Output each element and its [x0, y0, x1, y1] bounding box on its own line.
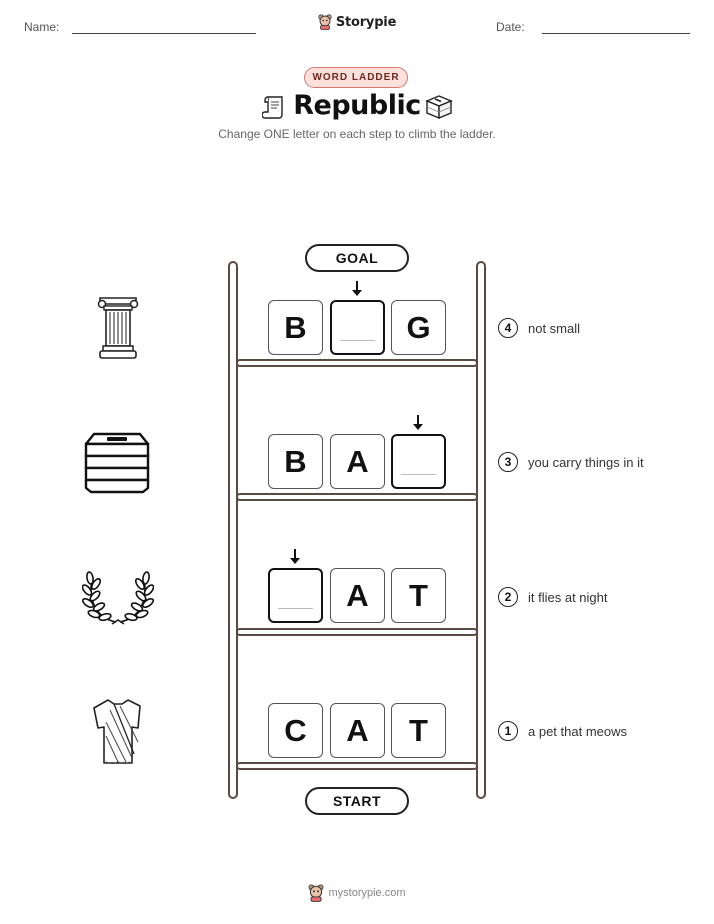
brand-name: Storypie — [335, 14, 397, 30]
letter-tile: G — [391, 300, 446, 355]
brand-logo: Storypie — [0, 14, 714, 30]
ladder-rung — [236, 762, 478, 770]
letter-tile: B — [268, 434, 323, 489]
arrow-down-icon — [413, 415, 423, 430]
ladder-rung — [236, 493, 478, 501]
ladder-rail-right — [476, 261, 486, 799]
word-ladder-badge: WORD LADDER — [304, 67, 408, 88]
clue-number: 1 — [498, 721, 518, 741]
bear-mascot-icon — [318, 14, 332, 30]
letter-tile: T — [391, 703, 446, 758]
letter-blank-input[interactable] — [268, 568, 323, 623]
column-icon — [97, 297, 139, 359]
footer: mystorypie.com — [0, 884, 714, 902]
instructions: Change ONE letter on each step to climb … — [218, 127, 496, 141]
arrow-down-icon — [352, 281, 362, 296]
ladder-rail-left — [228, 261, 238, 799]
laurel-wreath-icon — [82, 571, 154, 625]
ladder-rung — [236, 628, 478, 636]
letter-tile: B — [268, 300, 323, 355]
ballot-box-small-icon — [425, 95, 453, 120]
bear-mascot-icon — [309, 884, 324, 902]
letter-tile: C — [268, 703, 323, 758]
clue-text: a pet that meows — [528, 724, 627, 739]
clue-text: not small — [528, 321, 581, 336]
scroll-icon — [262, 96, 283, 119]
arrow-down-icon — [290, 549, 300, 564]
toga-icon — [93, 699, 141, 764]
start-label: START — [305, 787, 409, 815]
goal-label: GOAL — [305, 244, 409, 272]
clue-number: 4 — [498, 318, 518, 338]
letter-tile: A — [330, 703, 385, 758]
clue-text: it flies at night — [528, 590, 608, 605]
clue-number: 2 — [498, 587, 518, 607]
date-label: Date: — [496, 20, 525, 34]
letter-blank-input[interactable] — [330, 300, 385, 355]
letter-tile: T — [391, 568, 446, 623]
ballot-box-icon — [84, 432, 150, 494]
clue-number: 3 — [498, 452, 518, 472]
name-label: Name: — [24, 20, 60, 34]
letter-tile: A — [330, 568, 385, 623]
name-line[interactable] — [72, 33, 256, 34]
footer-url: mystorypie.com — [328, 887, 406, 899]
date-line[interactable] — [542, 33, 690, 34]
letter-blank-input[interactable] — [391, 434, 446, 489]
page-title: Republic — [293, 90, 421, 121]
clue-text: you carry things in it — [528, 455, 644, 470]
ladder-rung — [236, 359, 478, 367]
letter-tile: A — [330, 434, 385, 489]
